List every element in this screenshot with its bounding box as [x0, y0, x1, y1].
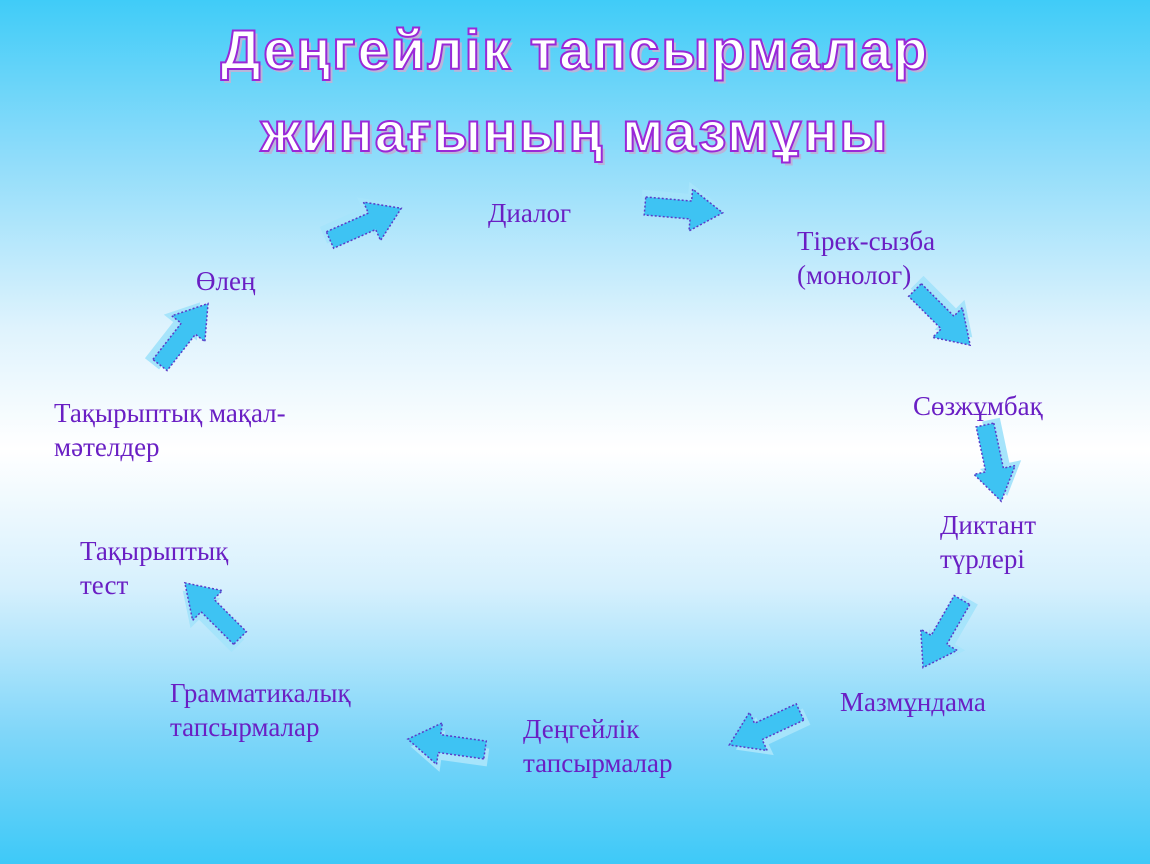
node-tirek-syzba: Тірек-сызба (монолог) [797, 224, 935, 292]
arrow-grammatika-to-test [167, 567, 256, 661]
node-olen: Өлең [196, 266, 256, 296]
node-takyryptyk-test: Тақырыптық тест [80, 534, 228, 602]
title-line-1: Деңгейлік тапсырмалар [220, 18, 930, 81]
arrow-tirek-to-sozjumbak [899, 267, 988, 361]
node-tirek-syzba-line1: Тірек-сызба [797, 226, 936, 256]
node-makal-matelder: Тақырыптық мақал- мәтелдер [54, 396, 286, 464]
node-diktant-line2: түрлері [940, 544, 1025, 574]
node-test-line2: тест [80, 570, 129, 600]
node-grammatika: Грамматикалық тапсырмалар [170, 676, 351, 744]
node-test-line1: Тақырыптық [80, 536, 229, 566]
node-grammatika-line2: тапсырмалар [170, 712, 320, 742]
node-dialog: Диалог [488, 198, 572, 228]
node-sozjumbak: Сөзжұмбақ [913, 391, 1043, 421]
arrow-mazmundama-to-dengeilik [719, 692, 816, 769]
node-makal-line1: Тақырыптық мақал- [54, 398, 286, 428]
node-mazmundama: Мазмұндама [840, 687, 986, 717]
node-dengeilik-line1: Деңгейлік [523, 714, 640, 744]
node-grammatika-line1: Грамматикалық [170, 678, 351, 708]
node-diktant-line1: Диктант [940, 510, 1036, 540]
arrow-sozjumbak-to-diktant [963, 415, 1028, 507]
node-dengeilik-line2: тапсырмалар [523, 748, 673, 778]
arrow-dengeilik-to-grammatika [404, 717, 491, 779]
arrow-dialog-to-tirek [639, 177, 726, 235]
node-makal-line2: мәтелдер [54, 432, 160, 462]
title-line-2: жинағының мазмұны [260, 100, 890, 163]
node-dengeilik-tapsyrmalar: Деңгейлік тапсырмалар [523, 712, 673, 780]
arrow-makal-to-olen [135, 289, 226, 379]
arrow-olen-to-dialog [314, 184, 411, 260]
node-diktant: Диктант түрлері [940, 508, 1036, 576]
node-tirek-syzba-line2: (монолог) [797, 260, 912, 290]
arrow-diktant-to-mazmundama [904, 588, 989, 679]
